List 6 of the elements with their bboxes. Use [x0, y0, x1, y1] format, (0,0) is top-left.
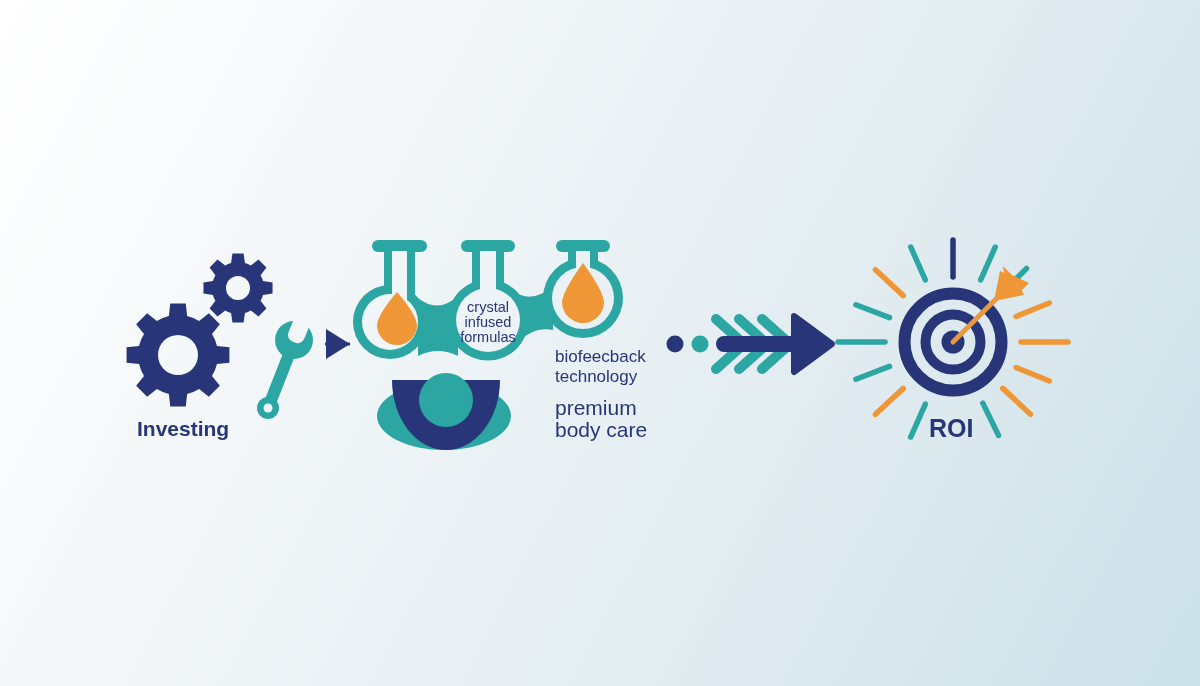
flask-label: crystal infused formulas [459, 300, 517, 345]
node-label: Investing [137, 417, 230, 441]
arrow [325, 329, 350, 359]
node-label: ROI [929, 414, 974, 442]
side-note: premium body care [555, 397, 649, 441]
side-note: biofeecback technology [555, 347, 647, 387]
